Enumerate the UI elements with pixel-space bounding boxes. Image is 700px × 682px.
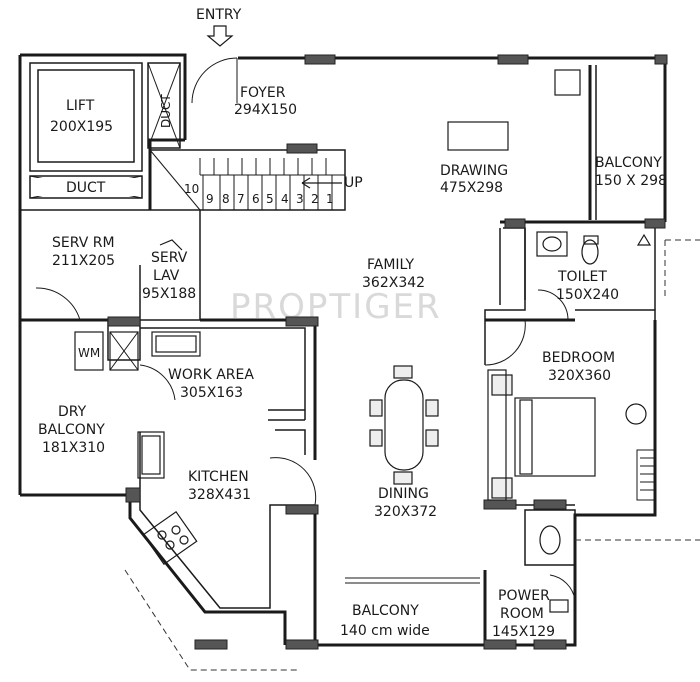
washing-machine-icon: WM	[74, 331, 104, 371]
work-area-name: WORK AREA	[168, 367, 254, 383]
power-room-name2: ROOM	[500, 606, 544, 622]
foyer-size: 294X150	[234, 102, 297, 118]
lift-size: 200X195	[50, 119, 113, 135]
balcony-sliding-door	[345, 577, 480, 584]
entry-label: ENTRY	[196, 7, 242, 23]
bed	[487, 369, 647, 501]
duct-vertical-name: DUCT	[159, 94, 173, 128]
drawing-plant	[554, 69, 581, 96]
duct-horizontal-name: DUCT	[66, 180, 106, 196]
dining-table	[369, 365, 439, 485]
stair-step-1: 1	[326, 192, 334, 206]
toilet-fixtures	[536, 231, 652, 265]
stair-step-9: 9	[206, 192, 214, 206]
kitchen-name: KITCHEN	[188, 469, 249, 485]
stair-step-5: 5	[266, 192, 274, 206]
foyer-name: FOYER	[240, 85, 286, 101]
kitchen-size: 328X431	[188, 487, 251, 503]
columns	[107, 54, 668, 650]
stair-up-label: UP	[344, 175, 363, 191]
bedroom-wardrobe	[636, 449, 656, 501]
stair-step-4: 4	[281, 192, 289, 206]
interior-walls	[20, 65, 665, 645]
kitchen-fixtures	[137, 331, 201, 566]
fixtures: WM	[74, 69, 656, 613]
doors	[35, 57, 576, 601]
serv-lav-size: 95X188	[142, 286, 196, 302]
power-room-wc	[549, 599, 569, 613]
washing-machine-label: WM	[78, 346, 100, 360]
stair-step-2: 2	[311, 192, 319, 206]
staircase: UP 10 9 8 7 6 5 4 3 2 1	[149, 149, 363, 211]
dry-balcony-name: DRY	[58, 404, 87, 420]
serv-rm-size: 211X205	[52, 253, 115, 269]
power-room-name: POWER	[498, 588, 550, 604]
balcony-top-name: BALCONY	[595, 155, 662, 171]
toilet-size: 150X240	[556, 287, 619, 303]
balcony-bottom-name: BALCONY	[352, 603, 419, 619]
balcony-top-size: 150 X 298	[595, 173, 667, 189]
drawing-size: 475X298	[440, 180, 503, 196]
toilet-name: TOILET	[557, 269, 607, 285]
dry-balcony-size: 181X310	[42, 440, 105, 456]
stair-step-6: 6	[252, 192, 260, 206]
dry-balcony-name2: BALCONY	[38, 422, 105, 438]
dining-size: 320X372	[374, 504, 437, 520]
family-name: FAMILY	[367, 257, 414, 273]
power-room-tub	[539, 525, 561, 555]
balcony-bottom-size: 140 cm wide	[340, 623, 430, 639]
lift-name: LIFT	[66, 98, 95, 114]
entry-arrow-icon	[206, 25, 234, 47]
projection-lines	[124, 239, 700, 671]
lift-block	[29, 62, 181, 199]
drawing-table	[447, 121, 509, 151]
serv-lav-name2: LAV	[153, 268, 180, 284]
power-room-size: 145X129	[492, 624, 555, 640]
stair-step-3: 3	[296, 192, 304, 206]
stair-step-8: 8	[222, 192, 230, 206]
family-size: 362X342	[362, 275, 425, 291]
entry-marker: ENTRY	[196, 7, 242, 47]
serv-lav-name: SERV	[151, 250, 188, 266]
stair-step-10: 10	[184, 182, 199, 196]
stair-up-arrow-icon	[301, 177, 342, 189]
serv-lav-sink	[159, 239, 183, 251]
serv-rm-name: SERV RM	[52, 235, 115, 251]
bedroom-size: 320X360	[548, 368, 611, 384]
stair-step-7: 7	[237, 192, 245, 206]
drawing-name: DRAWING	[440, 163, 508, 179]
dining-name: DINING	[378, 486, 429, 502]
utility-sink	[109, 331, 139, 371]
work-area-size: 305X163	[180, 385, 243, 401]
bedroom-name: BEDROOM	[542, 350, 615, 366]
room-labels: LIFT 200X195 DUCT DUCT FOYER 294X150 DRA…	[38, 85, 667, 640]
